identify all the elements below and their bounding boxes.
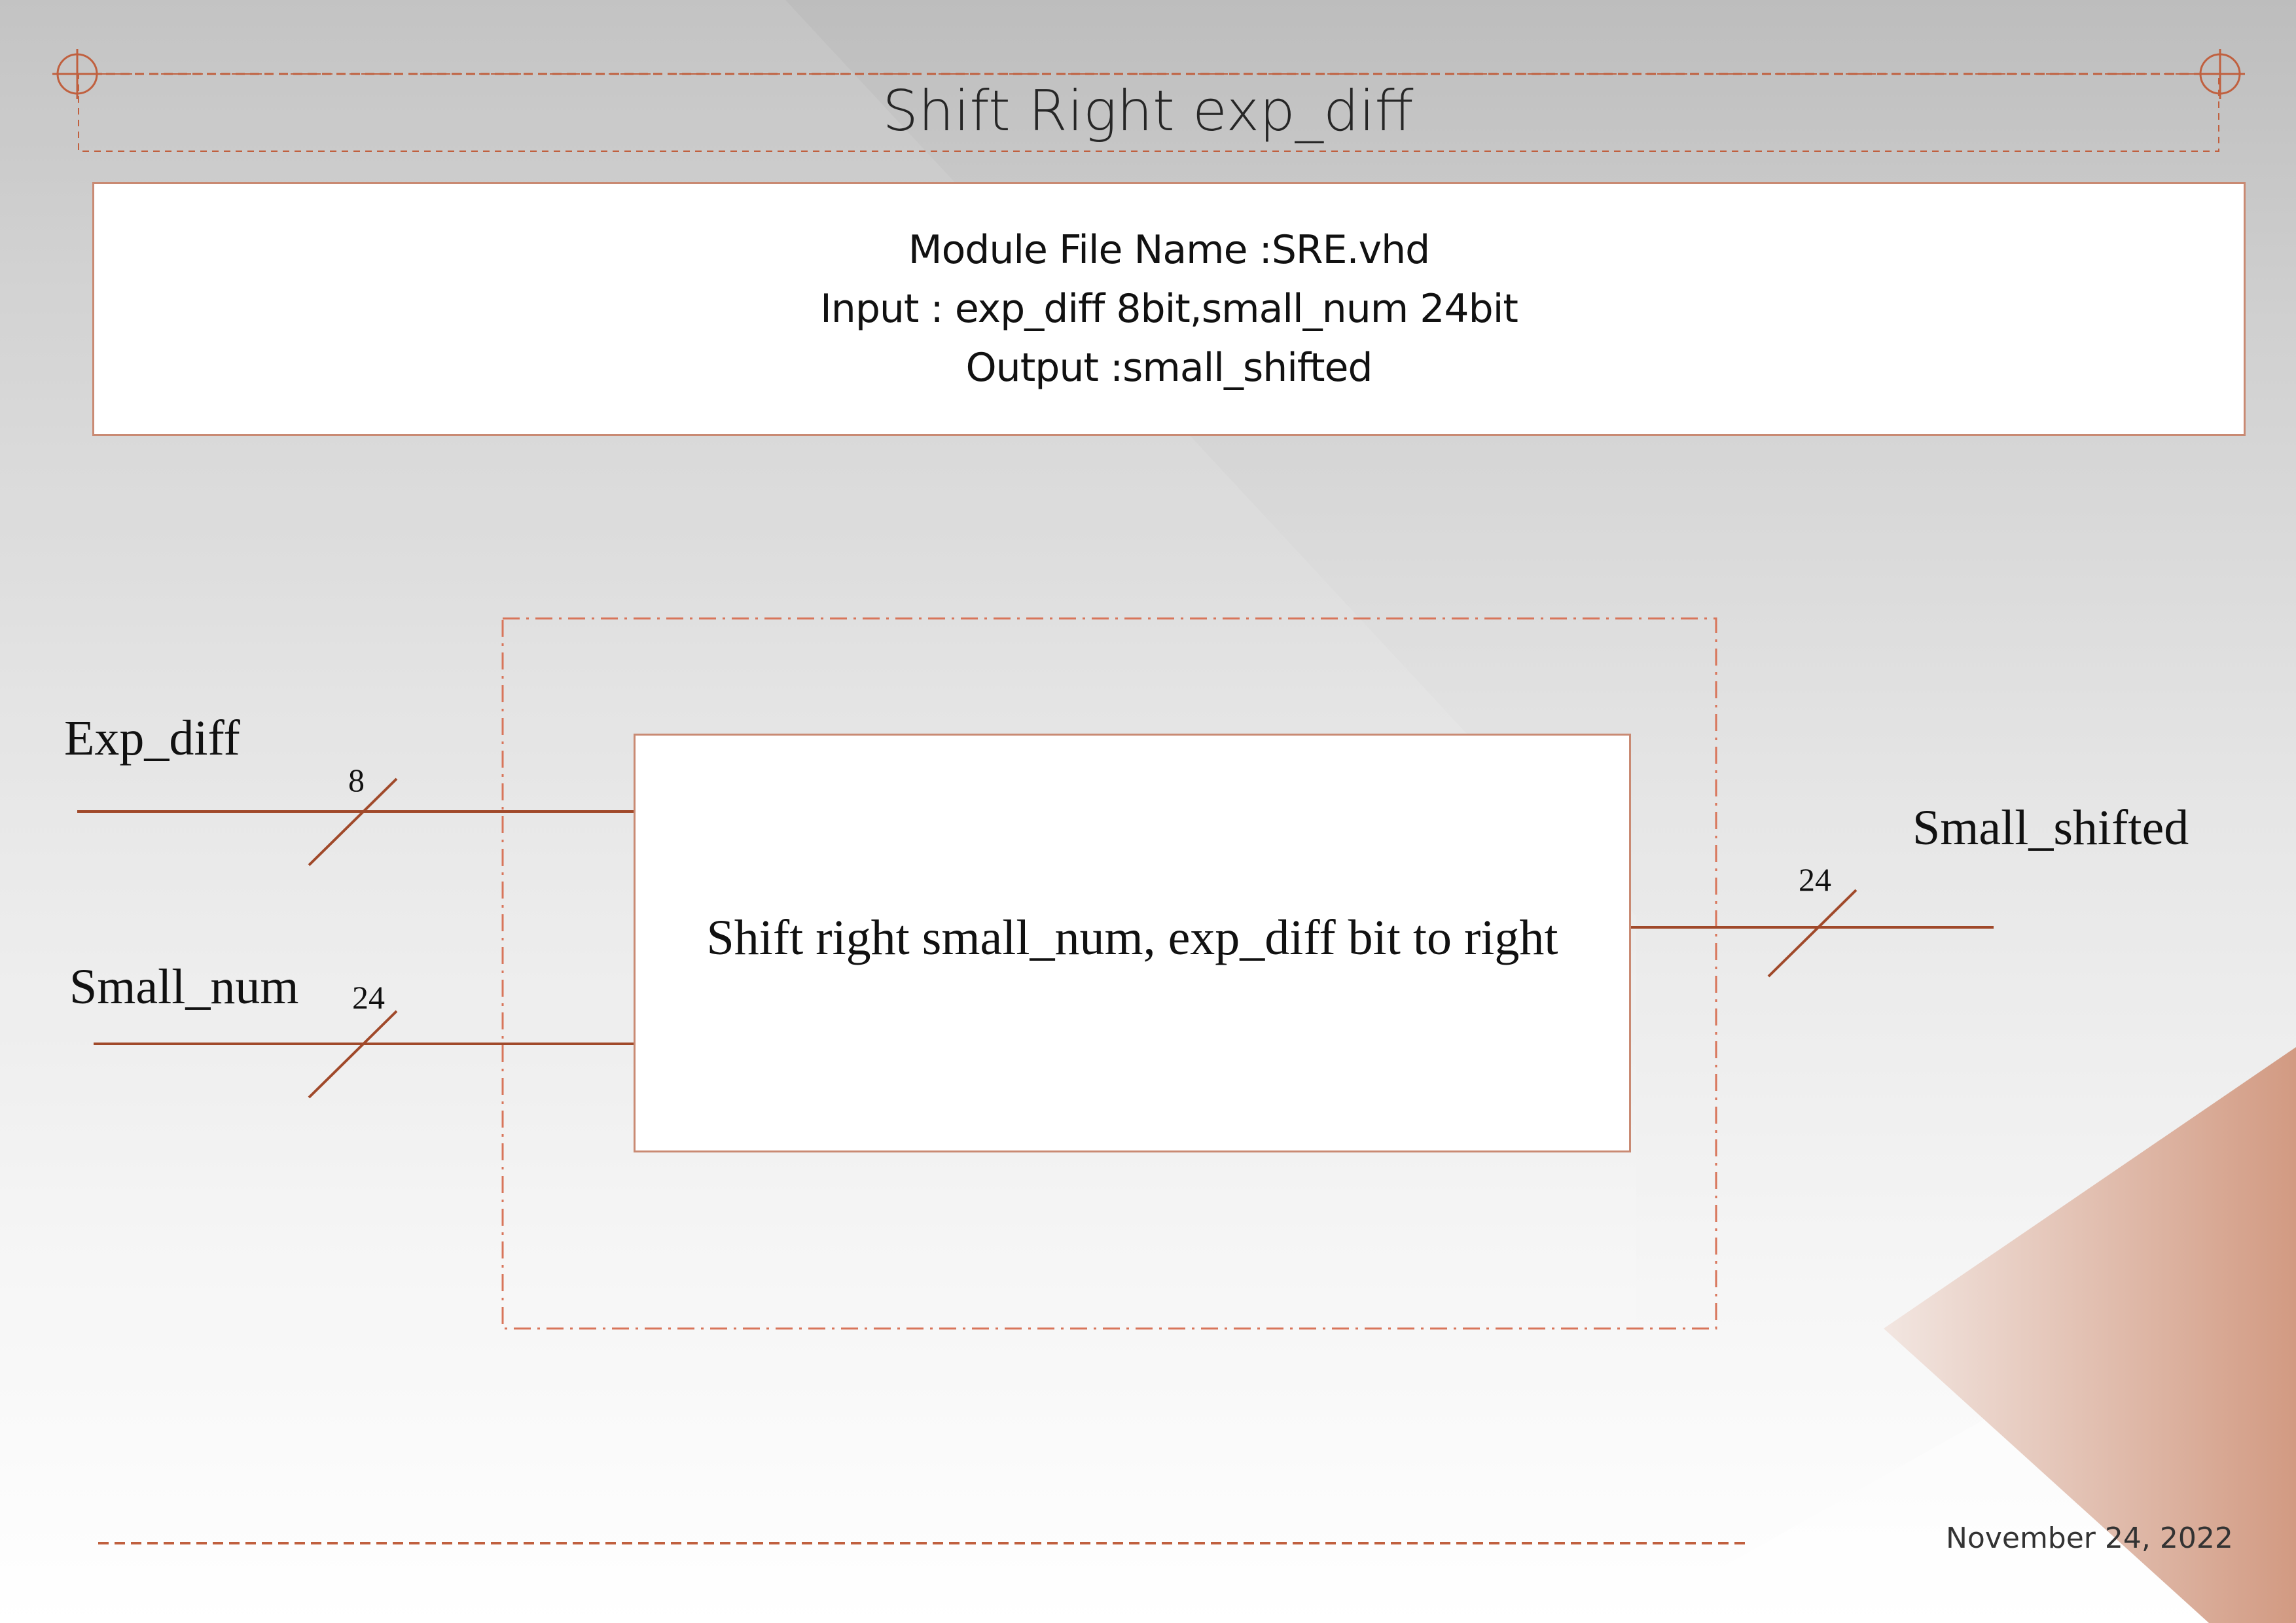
title-guide-box: [78, 73, 2219, 152]
module-boundary-dashdot: [501, 617, 1717, 1330]
module-outputs: Output :small_shifted: [965, 345, 1372, 391]
small-num-width: 24: [352, 979, 385, 1016]
page-title: Shift Right exp_diff: [882, 79, 1414, 144]
module-file-name: Module File Name :SRE.vhd: [908, 227, 1430, 273]
crosshair-left-icon: [52, 49, 102, 99]
exp-diff-bus-slash: [308, 777, 398, 866]
module-description: Shift right small_num, exp_diff bit to r…: [706, 910, 1558, 965]
small-num-label: Small_num: [69, 959, 299, 1014]
corner-triangle: [1884, 1047, 2296, 1623]
exp-diff-label: Exp_diff: [64, 711, 240, 766]
small-shifted-width: 24: [1799, 861, 1831, 898]
small-num-bus-slash: [308, 1010, 398, 1099]
crosshair-right-icon: [2195, 49, 2245, 99]
footer-date: November 24, 2022: [1946, 1522, 2233, 1555]
shift-module-block: Shift right small_num, exp_diff bit to r…: [634, 734, 1631, 1152]
small-shifted-bus-slash: [1767, 889, 1857, 978]
small-shifted-label: Small_shifted: [1912, 800, 2189, 855]
module-info-box: Module File Name :SRE.vhd Input : exp_di…: [92, 182, 2246, 436]
exp-diff-width: 8: [348, 762, 365, 798]
module-inputs: Input : exp_diff 8bit,small_num 24bit: [820, 286, 1518, 332]
